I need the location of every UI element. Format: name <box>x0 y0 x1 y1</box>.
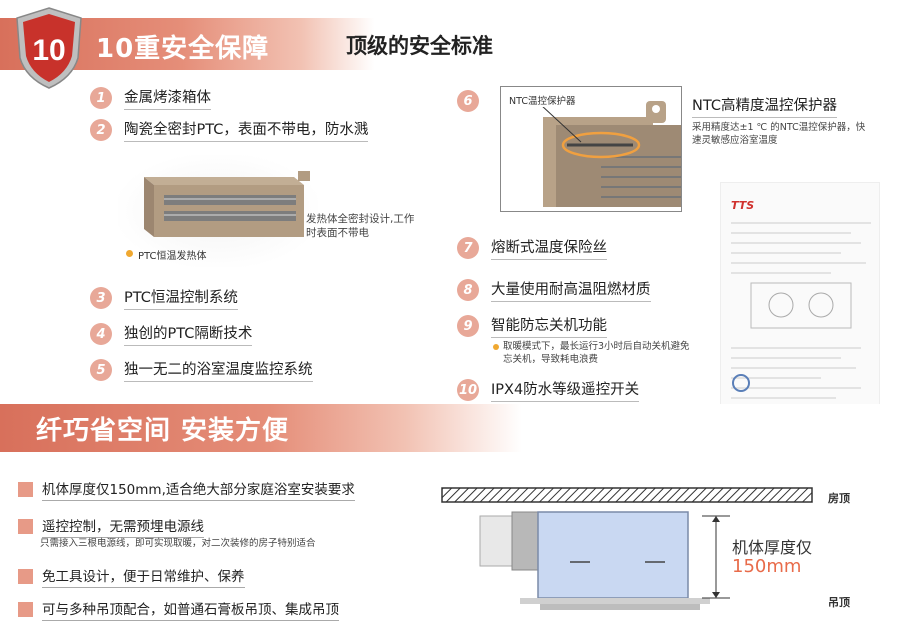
feature-label: 熔断式温度保险丝 <box>491 236 607 260</box>
header-banner <box>0 18 520 70</box>
bullet-2: 遥控控制，无需预埋电源线 <box>18 515 204 538</box>
ntc-image: NTC温控保护器 <box>500 86 682 212</box>
bullet-square-icon <box>18 569 33 584</box>
feature-10: 10 IPX4防水等级遥控开关 <box>457 378 640 402</box>
bullet-4: 可与多种吊顶配合，如普通石膏板吊顶、集成吊顶 <box>18 598 339 621</box>
bullet-square-icon <box>18 602 33 617</box>
bullet-square-icon <box>18 519 33 534</box>
feature-7: 7 熔断式温度保险丝 <box>457 236 607 260</box>
feature-label: 独创的PTC隔断技术 <box>124 322 253 346</box>
certificate-image: TTS <box>720 182 880 410</box>
bullet-2-sub: 只需接入三根电源线，即可实现取暖，对二次装修的房子特别适合 <box>40 538 316 549</box>
feature-number: 6 <box>457 90 479 112</box>
feature-label: 独一无二的浴室温度监控系统 <box>124 358 313 382</box>
badge-number: 10 <box>32 34 65 67</box>
feature-label: PTC恒温控制系统 <box>124 286 238 310</box>
feature-number: 1 <box>90 87 112 109</box>
ntc-image-label: NTC温控保护器 <box>509 93 576 107</box>
feature-6-desc: 采用精度达±1 ℃ 的NTC温控保护器，快速灵敏感应浴室温度 <box>692 122 866 146</box>
ptc-caption: 发热体全密封设计,工作时表面不带电 <box>306 213 415 239</box>
header-subtitle: 顶级的安全标准 <box>346 34 493 58</box>
feature-number: 2 <box>90 119 112 141</box>
install-diagram-illustration <box>441 487 813 610</box>
feature-number: 5 <box>90 359 112 381</box>
bullet-label: 机体厚度仅150mm,适合绝大部分家庭浴室安装要求 <box>42 478 355 501</box>
bullet-label: 可与多种吊顶配合，如普通石膏板吊顶、集成吊顶 <box>42 598 339 621</box>
roof-label: 房顶 <box>828 492 850 505</box>
ptc-legend: PTC恒温发热体 <box>138 251 207 262</box>
feature-9-dot <box>493 344 499 350</box>
ceiling-label: 吊顶 <box>828 596 850 609</box>
certificate-content-icon <box>731 222 871 399</box>
ptc-heater-illustration <box>144 171 310 237</box>
feature-number: 8 <box>457 279 479 301</box>
bullet-1: 机体厚度仅150mm,适合绝大部分家庭浴室安装要求 <box>18 478 355 501</box>
feature-number: 3 <box>90 287 112 309</box>
feature-1: 1 金属烤漆箱体 <box>90 86 211 110</box>
shield-badge-icon: 10 <box>16 7 82 89</box>
section2-title: 纤巧省空间 安装方便 <box>36 416 290 446</box>
certificate-logo: TTS <box>731 199 755 212</box>
feature-5: 5 独一无二的浴室温度监控系统 <box>90 358 313 382</box>
thickness-value: 150mm <box>732 556 802 577</box>
feature-number: 7 <box>457 237 479 259</box>
bullet-label: 免工具设计，便于日常维护、保养 <box>42 565 245 588</box>
feature-9-desc: 取暖模式下，最长运行3小时后自动关机避免忘关机，导致耗电浪费 <box>503 341 690 365</box>
ptc-legend-dot <box>126 250 133 257</box>
section2-banner <box>0 404 900 452</box>
feature-label: 智能防忘关机功能 <box>491 314 607 338</box>
feature-4: 4 独创的PTC隔断技术 <box>90 322 253 346</box>
bullet-label: 遥控控制，无需预埋电源线 <box>42 515 204 538</box>
feature-number: 4 <box>90 323 112 345</box>
feature-9: 9 智能防忘关机功能 <box>457 314 607 338</box>
ntc-illustration <box>540 101 681 207</box>
feature-8: 8 大量使用耐高温阻燃材质 <box>457 278 651 302</box>
feature-label: 金属烤漆箱体 <box>124 86 211 110</box>
feature-3: 3 PTC恒温控制系统 <box>90 286 238 310</box>
feature-2: 2 陶瓷全密封PTC，表面不带电，防水溅 <box>90 118 369 142</box>
feature-label: 陶瓷全密封PTC，表面不带电，防水溅 <box>124 118 369 142</box>
ptc-heater-image: PTC恒温发热体 <box>118 155 318 267</box>
feature-number: 9 <box>457 315 479 337</box>
feature-label: IPX4防水等级遥控开关 <box>491 378 640 402</box>
header-title: 10重安全保障 <box>96 34 270 64</box>
thickness-label: 机体厚度仅 <box>732 538 813 557</box>
feature-label: 大量使用耐高温阻燃材质 <box>491 278 651 302</box>
install-diagram: 房顶 吊顶 机体厚度仅 150mm <box>440 482 890 622</box>
feature-6-label: NTC高精度温控保护器 <box>692 94 837 118</box>
bullet-3: 免工具设计，便于日常维护、保养 <box>18 565 245 588</box>
feature-number: 10 <box>457 379 479 401</box>
bullet-square-icon <box>18 482 33 497</box>
